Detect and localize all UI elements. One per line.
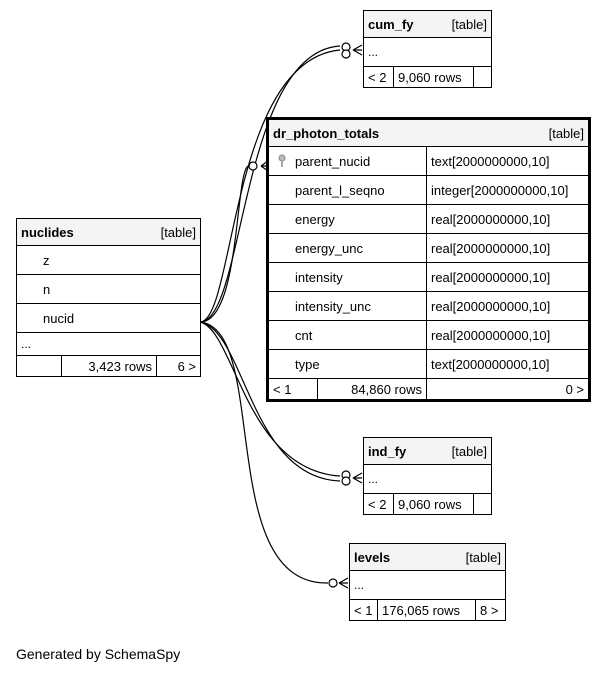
edge-nuclides-cum_fy-b — [199, 45, 341, 323]
table-nuclides[interactable]: nuclides [table] z n nucid ... 3,423 rows… — [16, 218, 201, 377]
column-row[interactable]: energy real[2000000000,10] — [267, 204, 591, 234]
children-link — [473, 66, 492, 88]
column-type: real[2000000000,10] — [425, 320, 591, 350]
ellipsis-row: ... — [363, 37, 492, 67]
edge-end-dr_photon_totals — [248, 161, 258, 171]
column-name: cnt — [267, 320, 427, 350]
column-row[interactable]: intensity_unc real[2000000000,10] — [267, 291, 591, 321]
edge-nuclides-levels — [199, 321, 329, 584]
table-name: cum_fy — [368, 16, 414, 32]
parents-link[interactable]: < 1 — [267, 378, 318, 401]
edge-end-levels — [328, 578, 338, 588]
edge-nuclides-cum_fy-a — [199, 49, 341, 323]
children-link[interactable]: 0 > — [425, 378, 591, 401]
key-icon — [278, 154, 286, 167]
table-name: levels — [354, 549, 391, 565]
ellipsis-row: ... — [362, 464, 493, 494]
parents-link — [16, 355, 62, 377]
column-type: real[2000000000,10] — [425, 233, 591, 263]
ellipsis-row: ... — [349, 570, 506, 600]
children-link[interactable]: 6 > — [156, 355, 201, 377]
column-name[interactable]: z — [16, 245, 201, 275]
column-name[interactable]: nucid — [16, 303, 201, 333]
column-type: integer[2000000000,10] — [425, 175, 591, 205]
table-tag: [table] — [465, 549, 501, 565]
table-tag: [table] — [451, 16, 487, 32]
parents-link[interactable]: < 2 — [363, 66, 394, 88]
generator-caption: Generated by SchemaSpy — [16, 646, 181, 662]
column-row[interactable]: cnt real[2000000000,10] — [267, 320, 591, 350]
table-dr_photon_totals[interactable]: dr_photon_totals [table] parent_nucid tex… — [266, 117, 592, 402]
table-name: nuclides — [21, 224, 74, 240]
table-tag: [table] — [451, 443, 488, 459]
column-name: type — [267, 349, 427, 379]
parents-link[interactable]: < 1 — [349, 599, 378, 621]
row-count: 84,860 rows — [317, 378, 427, 401]
column-row[interactable]: energy_unc real[2000000000,10] — [267, 233, 591, 263]
column-row[interactable]: parent_l_seqno integer[2000000000,10] — [267, 175, 591, 205]
edge-nuclides-dr_photon_totals — [199, 165, 249, 323]
column-name: parent_l_seqno — [267, 175, 427, 205]
column-row[interactable]: type text[2000000000,10] — [267, 349, 591, 379]
table-ind_fy[interactable]: ind_fy [table] ... < 2 9,060 rows — [362, 437, 493, 515]
column-name: intensity — [267, 262, 427, 292]
column-type: text[2000000000,10] — [425, 146, 591, 176]
row-count: 3,423 rows — [61, 355, 157, 377]
table-tag: [table] — [548, 125, 585, 141]
column-name: intensity_unc — [267, 291, 427, 321]
table-levels[interactable]: levels [table] ... < 1 176,065 rows 8 > — [349, 543, 506, 621]
column-type: text[2000000000,10] — [425, 349, 591, 379]
parents-link[interactable]: < 2 — [363, 493, 394, 515]
row-count: 9,060 rows — [393, 66, 474, 88]
column-row[interactable]: intensity real[2000000000,10] — [267, 262, 591, 292]
column-name: energy_unc — [267, 233, 427, 263]
column-row[interactable]: parent_nucid text[2000000000,10] — [267, 146, 591, 176]
table-tag: [table] — [160, 224, 196, 240]
children-link[interactable]: 8 > — [475, 599, 506, 621]
children-link — [472, 493, 493, 515]
table-cum_fy[interactable]: cum_fy [table] ... < 2 9,060 rows — [363, 10, 492, 88]
column-name[interactable]: n — [16, 274, 201, 304]
row-count: 9,060 rows — [393, 493, 474, 515]
column-name: parent_nucid — [295, 153, 371, 169]
column-type: real[2000000000,10] — [425, 262, 591, 292]
edge-nuclides-ind_fy-a — [199, 321, 341, 477]
ellipsis-row: ... — [16, 332, 201, 356]
edge-nuclides-ind_fy-b — [199, 321, 341, 482]
column-type: real[2000000000,10] — [425, 291, 591, 321]
row-count: 176,065 rows — [377, 599, 476, 621]
edge-end-ind_fy-b — [341, 476, 351, 486]
column-name: energy — [267, 204, 427, 234]
edge-end-cum_fy-b — [341, 49, 351, 59]
table-name: dr_photon_totals — [273, 125, 380, 141]
column-type: real[2000000000,10] — [425, 204, 591, 234]
table-name: ind_fy — [368, 443, 407, 459]
